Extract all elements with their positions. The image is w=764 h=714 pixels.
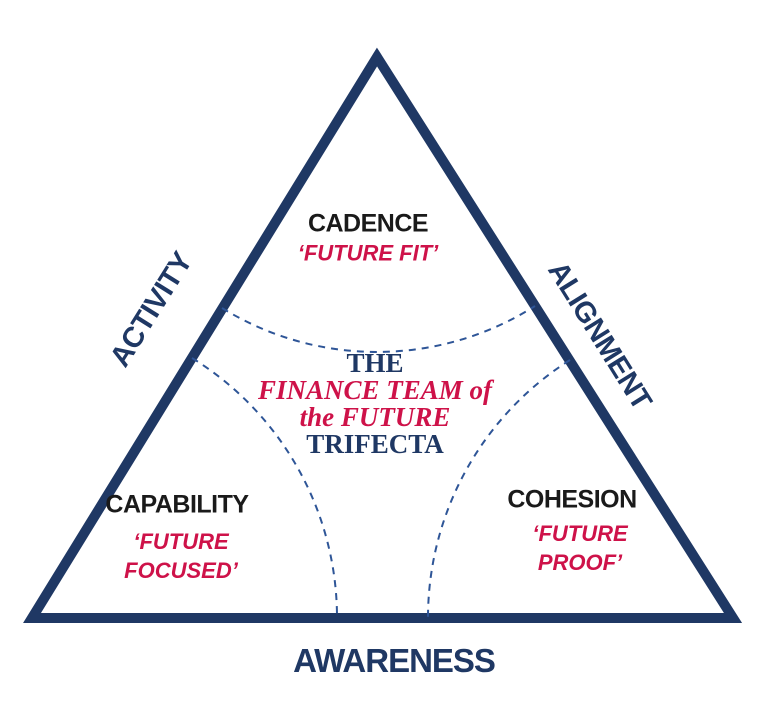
- center-title-line-the-future: the FUTURE: [299, 402, 451, 432]
- dashed-arc-bottom-right: [426, 359, 571, 619]
- dashed-arc-top: [221, 305, 536, 353]
- center-title-line-finance-team: FINANCE TEAM of: [257, 375, 493, 405]
- center-title-block: THE FINANCE TEAM of the FUTURE TRIFECTA: [258, 350, 492, 458]
- triangle-outline: [23, 47, 743, 623]
- dashed-arc-bottom-left: [191, 357, 339, 619]
- center-title-line-trifecta: TRIFECTA: [306, 429, 444, 459]
- sublabel-line: ‘FUTURE: [532, 521, 628, 546]
- corner-sublabel-future-fit: ‘FUTURE FIT’: [297, 240, 439, 266]
- center-title-line-the: THE: [346, 348, 404, 378]
- corner-sublabel-future-proof: ‘FUTURE PROOF’: [532, 519, 627, 577]
- corner-label-cohesion: COHESION: [507, 485, 637, 514]
- corner-label-cadence: CADENCE: [307, 209, 429, 238]
- sublabel-line: FOCUSED’: [124, 558, 238, 583]
- edge-label-awareness: AWARENESS: [293, 642, 496, 679]
- sublabel-line: ‘FUTURE: [133, 529, 229, 554]
- sublabel-line: PROOF’: [537, 550, 623, 575]
- corner-label-capability: CAPABILITY: [105, 490, 249, 519]
- corner-sublabel-future-focused: ‘FUTURE FOCUSED’: [124, 527, 238, 585]
